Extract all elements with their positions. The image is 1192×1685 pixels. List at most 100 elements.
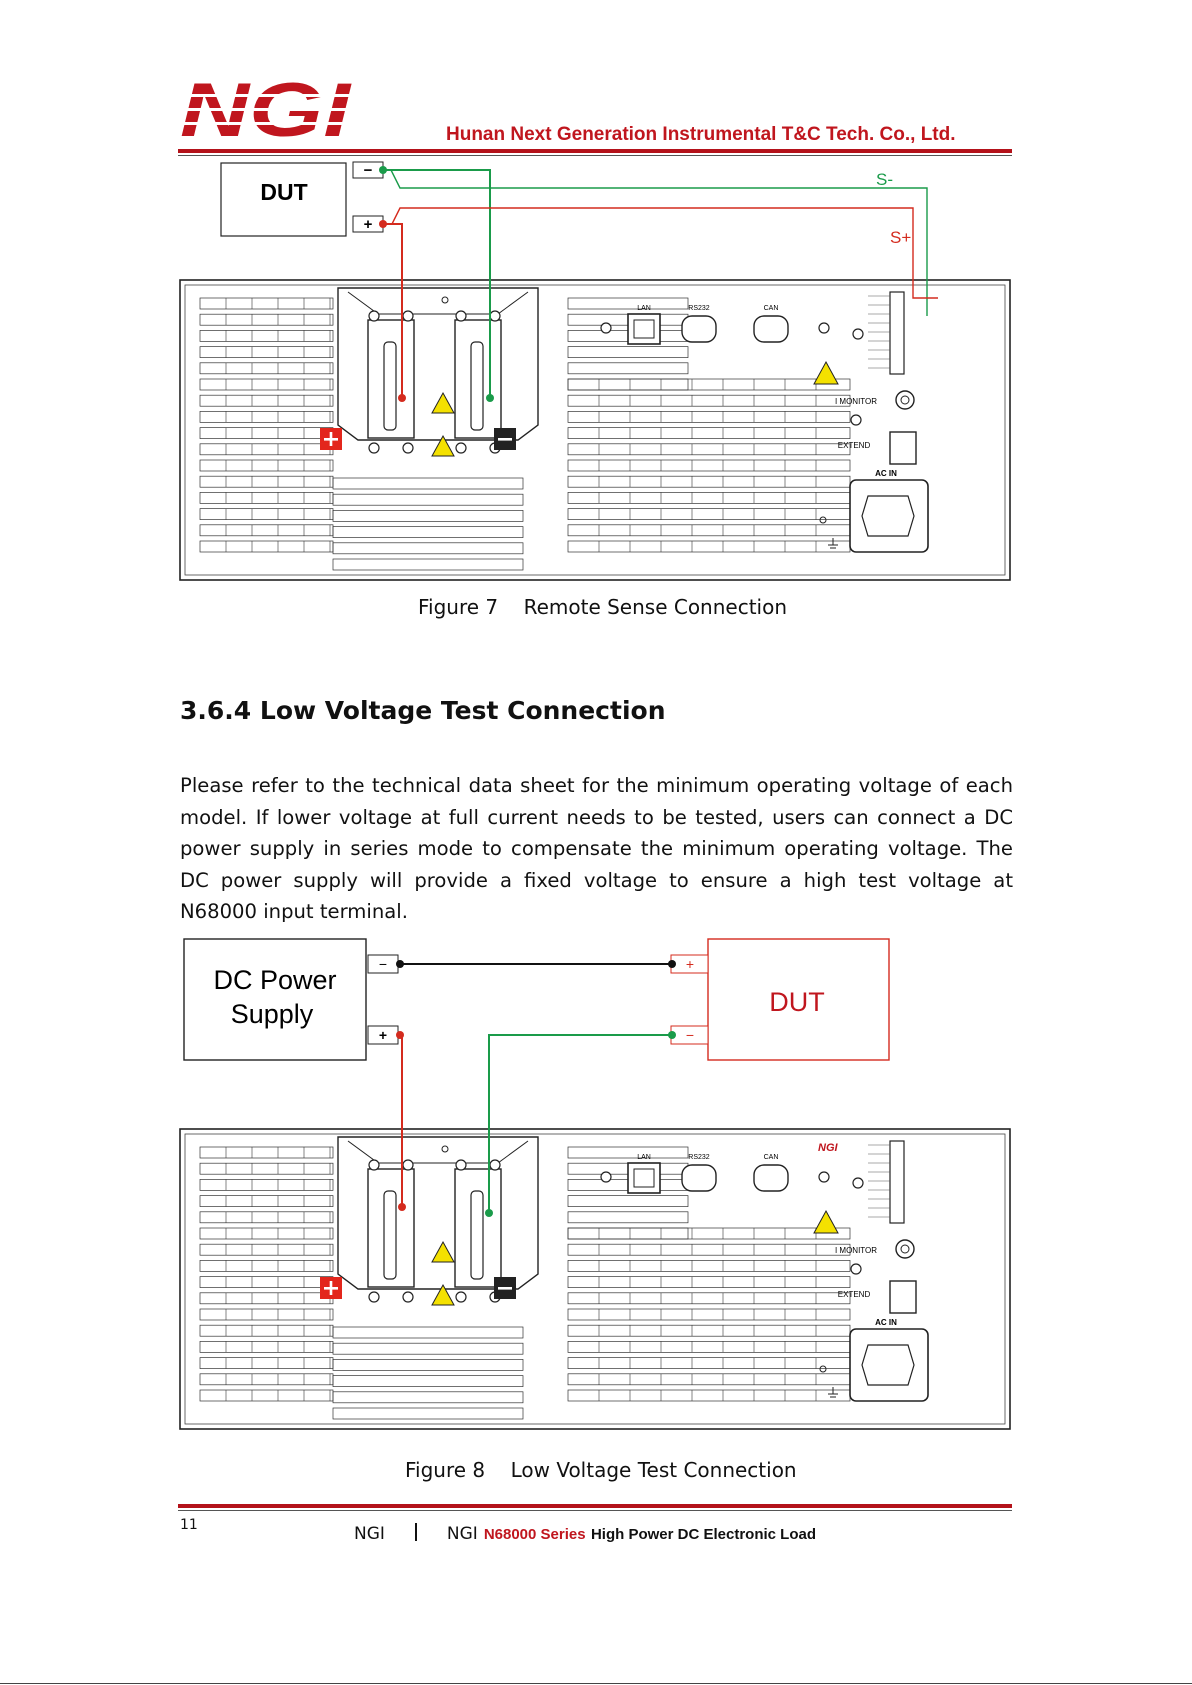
ngi-logo: NGI [178,72,354,144]
screw [600,1171,612,1183]
dut-plus-sign: + [364,216,373,233]
ground-icon [828,538,838,549]
acin-inner [861,1344,915,1386]
vent-slot [567,1308,851,1321]
vent-slot [199,346,334,358]
vent-slot [199,1146,334,1159]
screw [850,1263,862,1275]
screw [818,1171,830,1183]
sense-minus-label: S- [876,170,893,189]
sense-terminal-block [889,1140,905,1224]
vent-slot [567,427,851,439]
bolt [489,1159,501,1171]
panel-brand: NGI [818,1142,839,1154]
vent-slot [332,493,524,506]
housing-screw [441,1145,449,1153]
vent-slot [567,475,851,488]
footer-brand2: NGI [446,1524,478,1544]
vent-slot [332,510,524,522]
imonitor-label: I MONITOR [835,1246,877,1255]
bolt [368,1291,380,1303]
dut-box [220,162,347,237]
psu-plus-sign: + [379,1027,387,1043]
hot-surface-icon [813,360,839,385]
vent-slot [199,1243,334,1256]
dut2-box [707,938,890,1061]
vent-slot [567,411,851,423]
vent-slot [332,526,524,538]
extend-label: EXTEND [838,1290,871,1299]
page-number: 11 [180,1517,198,1533]
sense-plus-wire [383,207,938,299]
hot-surface-icon [813,1209,839,1234]
load-minus-wire [383,169,491,398]
vent-slot [567,1227,851,1240]
rs232-label: RS232 [688,1154,710,1161]
section-heading: 3.6.4 Low Voltage Test Connection [180,696,666,725]
vent-slot [199,1162,334,1175]
company-name: Hunan Next Generation Instrumental T&C T… [446,124,956,145]
vent-slot [567,378,851,391]
screw [852,1177,864,1189]
warning-icon [431,1240,455,1263]
section-paragraph: Please refer to the technical data sheet… [180,774,1013,923]
vent-slot [199,411,334,423]
rs232-port [681,1164,717,1192]
vent-slot [199,1195,334,1207]
vent-slot [199,313,334,326]
vent-slot [332,1326,524,1339]
extend-port [889,431,917,465]
acin-label: AC IN [875,469,897,478]
vent-slot [332,558,524,571]
vent-slot [199,394,334,407]
extend-label: EXTEND [838,441,871,450]
bolt [368,1159,380,1171]
bolt [368,442,380,454]
screw [819,516,827,524]
psu-minus-sign: − [379,956,387,972]
screw [600,322,612,334]
bar-minus-slot [470,1190,484,1280]
acin-label: AC IN [875,1318,897,1327]
warning-icon [431,434,455,457]
terminal-housing-top [347,291,529,315]
terminal-housing-top [347,1140,529,1164]
vent-slot [567,459,851,472]
vent-slot [567,1260,851,1272]
bolt [455,442,467,454]
sense-plus-label: S+ [890,228,911,247]
psu-label-line1: DC Power [213,965,336,995]
bolt [402,1159,414,1171]
figure7-caption: Figure 7 Remote Sense Connection [418,595,788,619]
vent-slot [199,1260,334,1272]
extend-port [889,1280,917,1314]
vent-slot [199,330,334,342]
bolt [489,310,501,322]
vent-slot [567,1243,851,1256]
screw [850,414,862,426]
can-port [753,315,789,343]
header-rule-thin [178,155,1012,156]
vent-slot [332,477,524,490]
vent-slot [567,443,851,456]
housing-screw [441,296,449,304]
can-label: CAN [764,1154,779,1161]
vent-slot [199,297,334,310]
vent-slot [332,1375,524,1387]
warning-icon [431,391,455,414]
dut-label: DUT [260,179,307,205]
rs232-port [681,315,717,343]
header-rule [178,149,1012,153]
bolt [368,310,380,322]
can-label: CAN [764,305,779,312]
vent-slot [199,378,334,391]
imonitor-label: I MONITOR [835,397,877,406]
vent-slot [567,362,689,375]
lan-label: LAN [637,1154,651,1161]
rs232-label: RS232 [688,305,710,312]
warning-icon [431,1283,455,1306]
vent-slot [332,1359,524,1371]
